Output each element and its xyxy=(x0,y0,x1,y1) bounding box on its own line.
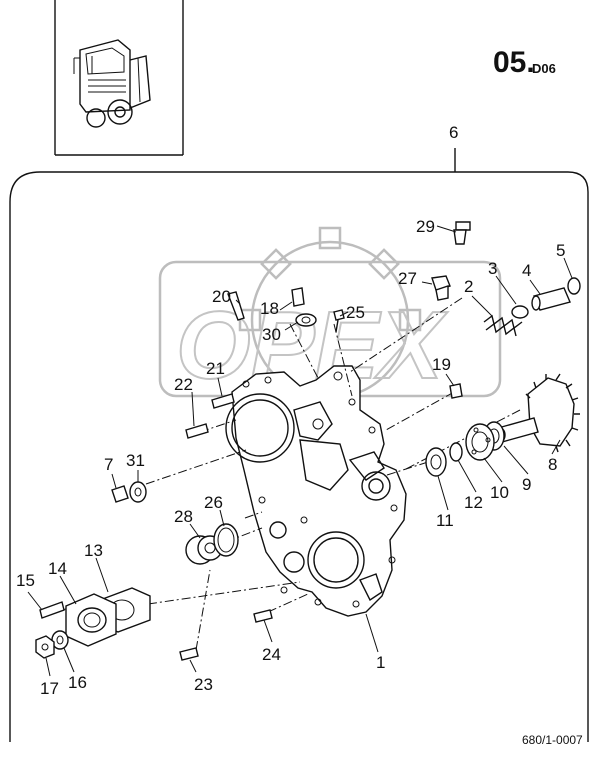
callout-12: 12 xyxy=(464,493,483,512)
callout-31: 31 xyxy=(126,451,145,470)
callout-16: 16 xyxy=(68,673,87,692)
part-26-oring xyxy=(213,523,239,557)
callout-14: 14 xyxy=(48,559,67,578)
callout-15: 15 xyxy=(16,571,35,590)
callout-27: 27 xyxy=(398,269,417,288)
part-12-ring xyxy=(449,442,463,462)
figure-number: 680/1-0007 xyxy=(522,733,583,747)
part-17-nut xyxy=(35,635,55,659)
part-27-plug xyxy=(431,275,451,301)
callout-4: 4 xyxy=(522,261,531,280)
part-8-gear xyxy=(494,373,580,453)
part-15-stud xyxy=(39,601,65,619)
callout-3: 3 xyxy=(488,259,497,278)
callout-8: 8 xyxy=(548,455,557,474)
callout-19: 19 xyxy=(432,355,451,374)
callout-1: 1 xyxy=(376,653,385,672)
callout-leaders xyxy=(27,225,573,677)
part-20-stud xyxy=(227,291,245,321)
callout-13: 13 xyxy=(84,541,103,560)
part-19-screw xyxy=(449,383,463,399)
callout-18: 18 xyxy=(260,299,279,318)
callout-23: 23 xyxy=(194,675,213,694)
gear-case-housing xyxy=(225,365,407,617)
callout-17: 17 xyxy=(40,679,59,698)
vehicle-thumbnail xyxy=(54,0,184,156)
callout-22: 22 xyxy=(174,375,193,394)
part-4-sleeve xyxy=(531,287,571,311)
callout-24: 24 xyxy=(262,645,281,664)
callout-30: 30 xyxy=(262,325,281,344)
callout-25: 25 xyxy=(346,303,365,322)
part-18-valve xyxy=(291,287,305,307)
callout-9: 9 xyxy=(522,475,531,494)
callout-11: 11 xyxy=(436,511,454,530)
part-2-spring xyxy=(483,314,523,337)
callout-26: 26 xyxy=(204,493,223,512)
section-code-sub: D06 xyxy=(532,61,556,76)
part-24-pin xyxy=(253,609,273,623)
callout-5: 5 xyxy=(556,241,565,260)
part-25-bolt xyxy=(333,309,345,333)
part-23-pin xyxy=(179,647,199,661)
truck-icon xyxy=(73,39,151,128)
callout-29: 29 xyxy=(416,217,435,236)
callout-6: 6 xyxy=(449,123,458,142)
callout-labels: 1 2 3 4 5 7 8 9 10 11 12 13 14 15 16 17 … xyxy=(16,217,565,698)
callout-28: 28 xyxy=(174,507,193,526)
part-14-cover xyxy=(65,593,117,647)
part-10-bearing xyxy=(465,423,495,461)
part-22-stud xyxy=(185,423,209,439)
part-7-bolt xyxy=(111,485,129,503)
part-31-washer xyxy=(129,481,147,503)
part-5-ring xyxy=(567,277,581,295)
callout-21: 21 xyxy=(206,359,225,378)
part-29-fitting xyxy=(453,221,471,245)
callout-2: 2 xyxy=(464,277,473,296)
part-11-seal xyxy=(425,447,447,477)
part-21-stud xyxy=(211,393,235,409)
section-code-main: 05. xyxy=(493,46,535,79)
callout-20: 20 xyxy=(212,287,231,306)
assembly-frame: 6 xyxy=(9,123,589,742)
callout-7: 7 xyxy=(104,455,113,474)
callout-10: 10 xyxy=(490,483,509,502)
part-30-washer xyxy=(295,313,317,327)
part-3-plunger xyxy=(511,305,529,319)
section-code: 05. D06 xyxy=(493,46,556,79)
